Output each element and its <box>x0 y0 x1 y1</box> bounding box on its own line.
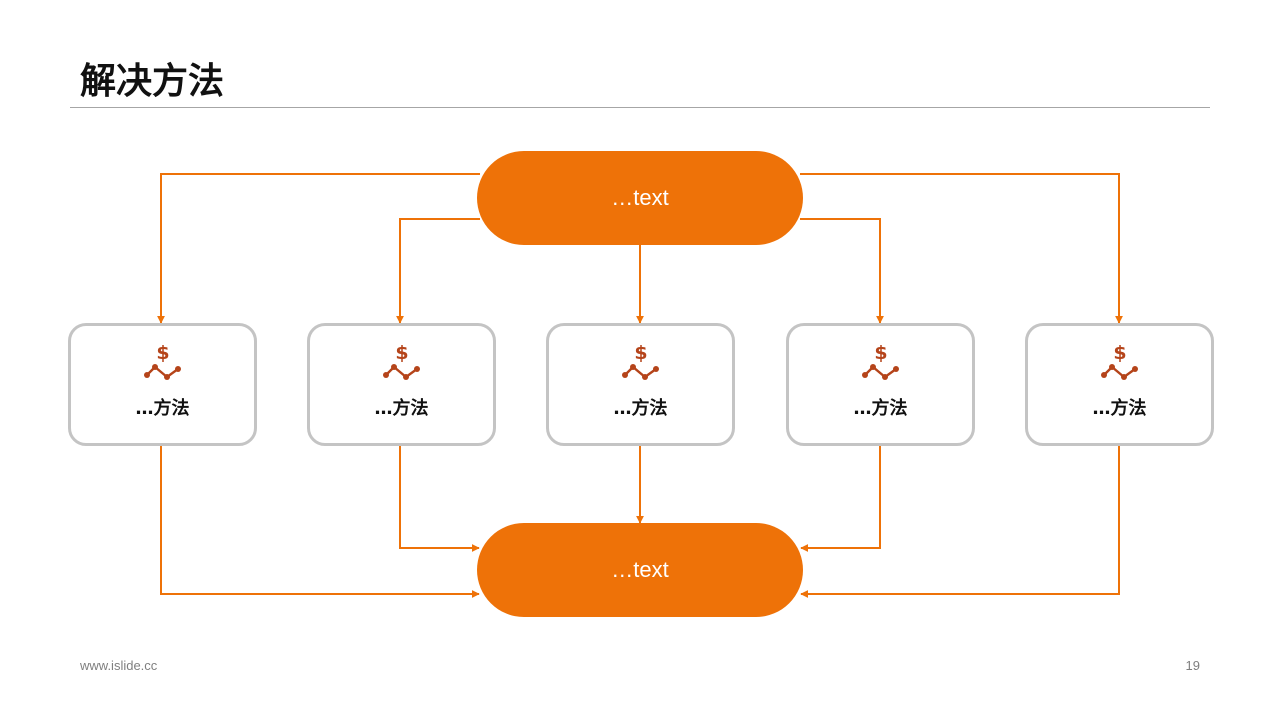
method-card-5: $ …方法 <box>1025 323 1214 446</box>
arrow-card-2-to-bottom <box>399 443 480 552</box>
page-number: 19 <box>1185 658 1200 673</box>
svg-text:$: $ <box>634 342 647 364</box>
dollar-trend-icon: $ <box>621 342 659 380</box>
bottom-node-label: …text <box>611 557 669 582</box>
dollar-trend-icon: $ <box>382 342 420 380</box>
top-node-label: …text <box>611 185 669 210</box>
arrow-top-to-card-1 <box>157 173 480 324</box>
dollar-trend-icon: $ <box>861 342 899 380</box>
arrow-card-5-to-bottom <box>800 443 1120 598</box>
slide-title: 解决方法 <box>80 61 225 102</box>
dollar-trend-icon: $ <box>1100 342 1138 380</box>
svg-text:$: $ <box>156 342 169 364</box>
svg-text:$: $ <box>874 342 887 364</box>
arrow-top-to-card-2 <box>396 218 480 324</box>
footer-url: www.islide.cc <box>80 658 158 673</box>
method-card-label: …方法 <box>1092 398 1147 419</box>
arrow-card-4-to-bottom <box>800 443 881 552</box>
top-node: …text <box>477 151 803 245</box>
method-card-2: $ …方法 <box>307 323 496 446</box>
arrow-top-to-card-4 <box>800 218 884 324</box>
bottom-node: …text <box>477 523 803 617</box>
arrow-top-to-card-5 <box>800 173 1123 324</box>
dollar-trend-icon: $ <box>143 342 181 380</box>
method-card-label: …方法 <box>613 398 668 419</box>
method-card-label: …方法 <box>853 398 908 419</box>
title-divider <box>70 107 1210 108</box>
arrow-card-1-to-bottom <box>160 443 480 598</box>
method-card-1: $ …方法 <box>68 323 257 446</box>
svg-text:$: $ <box>1113 342 1126 364</box>
method-card-4: $ …方法 <box>786 323 975 446</box>
method-card-label: …方法 <box>135 398 190 419</box>
svg-text:$: $ <box>395 342 408 364</box>
method-card-label: …方法 <box>374 398 429 419</box>
method-card-3: $ …方法 <box>546 323 735 446</box>
